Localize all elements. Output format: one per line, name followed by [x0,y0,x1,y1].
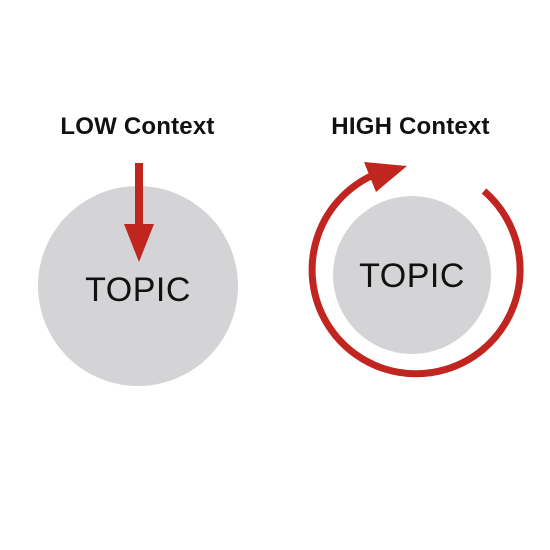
high-context-heading: HIGH Context [331,113,490,140]
low-context-topic-label: TOPIC [85,270,191,309]
high-context-topic-circle: TOPIC [333,196,491,354]
low-context-heading: LOW Context [60,113,215,140]
high-context-panel: HIGH Context TOPIC [275,0,550,550]
low-context-panel: LOW Context TOPIC [38,113,238,386]
high-context-topic-label: TOPIC [359,256,465,295]
low-context-topic-circle: TOPIC [38,186,238,386]
